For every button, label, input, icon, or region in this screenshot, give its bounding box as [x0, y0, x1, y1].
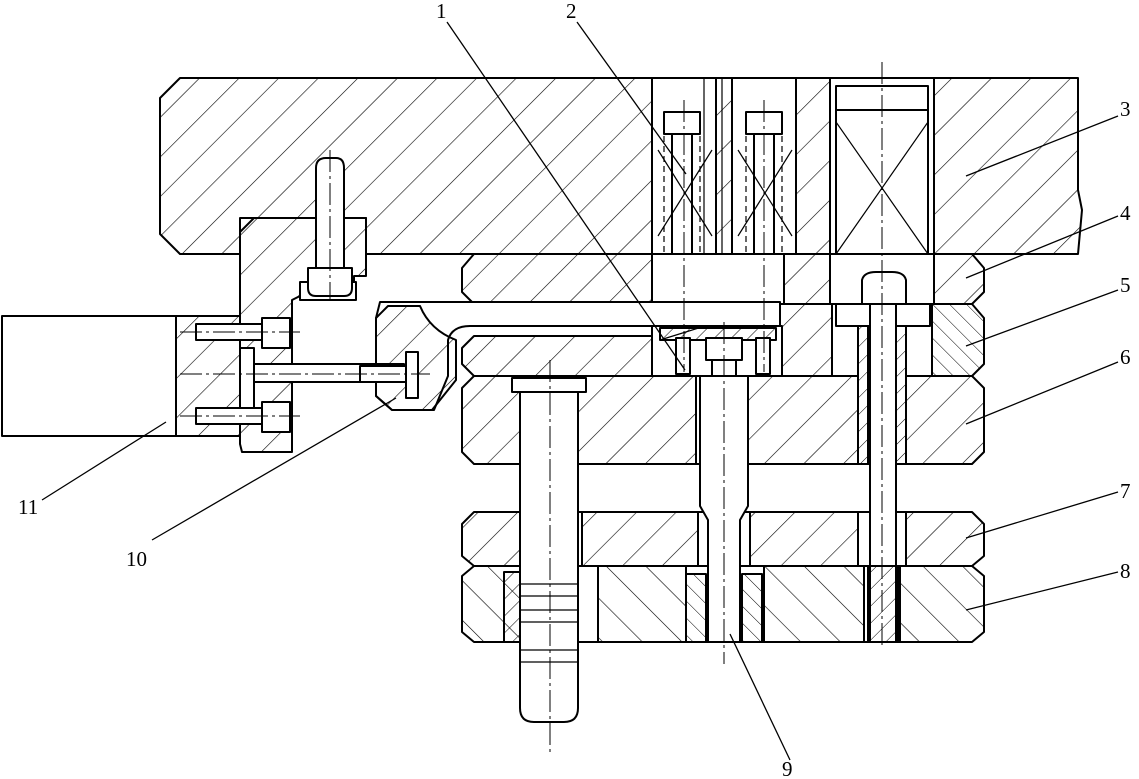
callout-5: 5 — [1120, 273, 1131, 297]
callout-4: 4 — [1120, 201, 1131, 225]
callout-1: 1 — [436, 0, 447, 23]
callout-labels: 1 2 3 4 5 6 7 8 9 10 11 — [18, 0, 1131, 779]
callout-10: 10 — [126, 547, 147, 571]
long-bolt — [835, 271, 931, 643]
leader-lines — [41, 21, 1119, 761]
guide-pin — [511, 377, 587, 723]
callout-8: 8 — [1120, 559, 1131, 583]
plate-4 — [461, 253, 985, 305]
callout-11: 11 — [18, 495, 38, 519]
callout-6: 6 — [1120, 345, 1131, 369]
callout-2: 2 — [566, 0, 577, 23]
side-bracket — [239, 157, 367, 453]
center-lines — [180, 62, 883, 752]
cylinder-body — [1, 315, 419, 437]
small-screws — [675, 337, 771, 375]
callout-3: 3 — [1120, 97, 1131, 121]
callout-9: 9 — [782, 757, 793, 779]
callout-7: 7 — [1120, 479, 1131, 503]
